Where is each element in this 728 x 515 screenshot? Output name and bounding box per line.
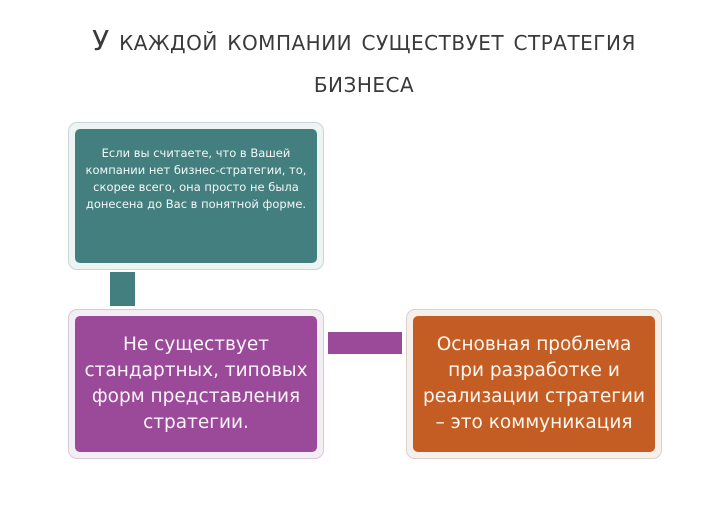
left-purple-box-fill: Не существует стандартных, типовых форм …: [75, 316, 317, 452]
top-teal-box-fill: Если вы считаете, что в Вашей компании н…: [75, 129, 317, 263]
right-box-line-2: при разработке и: [448, 360, 620, 381]
horizontal-connector: [328, 332, 402, 354]
left-box-line-1: Не существует: [122, 334, 270, 355]
left-box-line-3: форм представления: [91, 386, 301, 407]
left-purple-box: Не существует стандартных, типовых форм …: [69, 310, 323, 458]
slide-title: У каждой компании существует стратегия б…: [30, 20, 698, 104]
right-orange-box: Основная проблема при разработке и реали…: [407, 310, 661, 458]
right-box-line-1: Основная проблема: [436, 334, 632, 355]
title-line-2: бизнеса: [313, 66, 415, 99]
top-teal-box: Если вы считаете, что в Вашей компании н…: [69, 123, 323, 269]
right-box-line-3: реализации стратегии: [423, 386, 645, 407]
left-box-line-2: стандартных, типовых: [84, 360, 308, 381]
top-box-line-1: Если вы считаете, что в Вашей: [101, 146, 291, 160]
top-box-line-3: скорее всего, она просто не была: [93, 180, 299, 194]
title-line-1: У каждой компании существует стратегия: [92, 24, 636, 57]
top-box-line-4: донесена до Вас в понятной форме.: [85, 197, 307, 211]
top-teal-box-text: Если вы считаете, что в Вашей компании н…: [86, 145, 307, 213]
vertical-connector: [110, 272, 135, 306]
right-orange-box-fill: Основная проблема при разработке и реали…: [413, 316, 655, 452]
top-box-line-2: компании нет бизнес-стратегии, то,: [85, 163, 307, 177]
left-purple-box-text: Не существует стандартных, типовых форм …: [84, 332, 307, 436]
right-orange-box-text: Основная проблема при разработке и реали…: [423, 332, 645, 436]
left-box-line-4: стратегии.: [143, 412, 249, 433]
right-box-line-4: – это коммуникация: [435, 412, 633, 433]
